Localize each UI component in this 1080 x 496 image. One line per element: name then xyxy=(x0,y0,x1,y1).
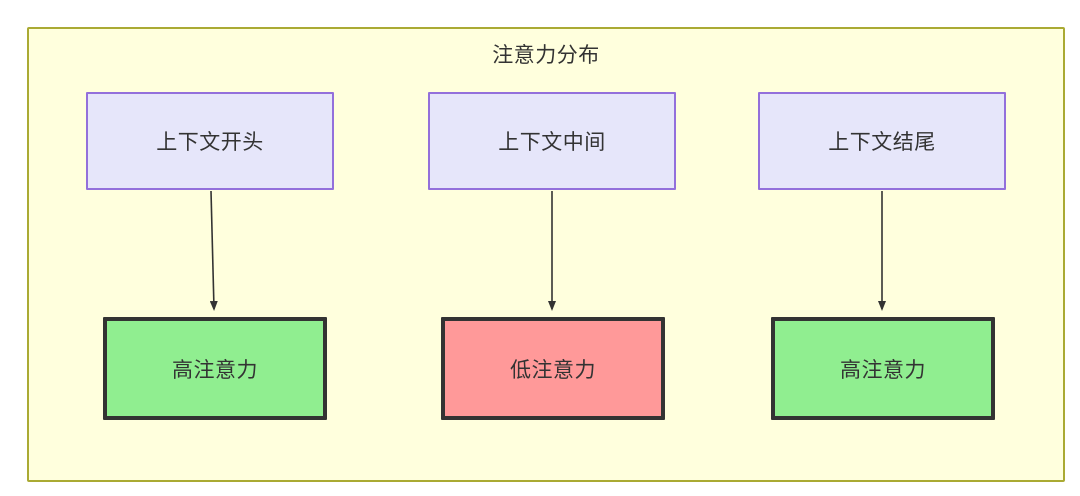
node-context-end-label: 上下文结尾 xyxy=(828,131,936,154)
node-low-attention-middle[interactable]: 低注意力 xyxy=(441,317,665,420)
node-high-attention-end[interactable]: 高注意力 xyxy=(771,317,995,420)
node-high-attention-end-label: 高注意力 xyxy=(840,358,926,382)
node-context-middle-label: 上下文中间 xyxy=(498,131,606,154)
node-context-start[interactable]: 上下文开头 xyxy=(86,92,334,190)
node-low-attention-middle-label: 低注意力 xyxy=(510,358,596,382)
node-high-attention-start[interactable]: 高注意力 xyxy=(103,317,327,420)
node-context-middle[interactable]: 上下文中间 xyxy=(428,92,676,190)
node-high-attention-start-label: 高注意力 xyxy=(172,358,258,382)
subgraph-title: 注意力分布 xyxy=(492,44,600,67)
node-context-end[interactable]: 上下文结尾 xyxy=(758,92,1006,190)
node-context-start-label: 上下文开头 xyxy=(156,131,264,154)
